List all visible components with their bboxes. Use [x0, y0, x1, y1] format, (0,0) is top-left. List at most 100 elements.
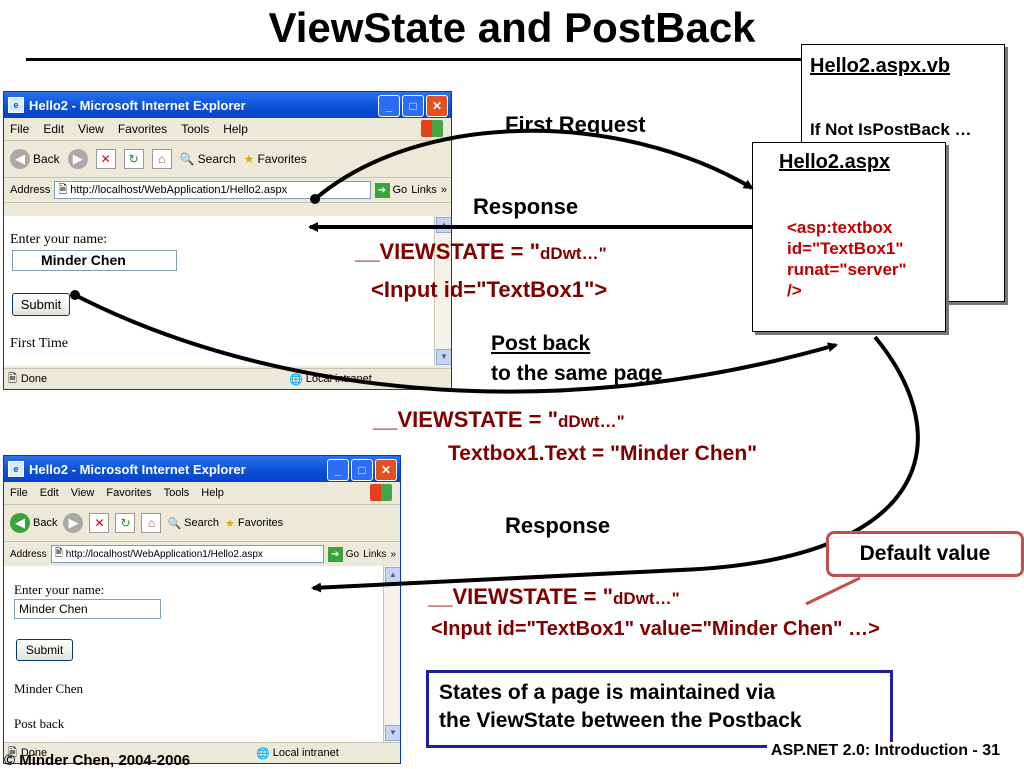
menu-view[interactable]: View [78, 122, 104, 136]
window-title-bar: e Hello2 - Microsoft Internet Explorer _… [4, 456, 400, 482]
name-input-value: Minder Chen [41, 252, 126, 268]
vb-file-name: Hello2.aspx.vb [810, 55, 951, 77]
menu-tools[interactable]: Tools [181, 122, 210, 136]
menu-file[interactable]: File [10, 122, 30, 136]
textbox-text: Textbox1.Text = "Minder Chen" [448, 442, 758, 465]
viewstate2-key: __VIEWSTATE = " [373, 407, 559, 432]
refresh-icon[interactable]: ↻ [123, 149, 144, 169]
back-label: Back [33, 517, 58, 529]
back-button[interactable]: ◀Back [10, 513, 57, 533]
page-icon: 🗎 [58, 183, 68, 196]
favorites-button[interactable]: ★Favorites [244, 152, 307, 166]
submit-button[interactable]: Submit [12, 293, 70, 316]
menu-edit[interactable]: Edit [43, 122, 65, 136]
search-label: Search [197, 152, 236, 166]
close-button[interactable]: ✕ [426, 95, 448, 117]
summary-line1: States of a page is maintained via [439, 681, 776, 704]
toolbar: ◀Back ▶ ✕ ↻ ⌂ 🔍Search ★Favorites [4, 505, 400, 542]
menu-file[interactable]: File [10, 487, 28, 499]
links-button[interactable]: Links [363, 548, 387, 560]
address-bar: Address 🗎http://localhost/WebApplication… [4, 542, 400, 567]
go-button[interactable]: ➔Go [374, 182, 407, 198]
submit-button[interactable]: Submit [16, 639, 73, 661]
favorites-label: Favorites [237, 517, 284, 529]
search-icon: 🔍 [167, 517, 182, 530]
aspx-code-line-3: runat="server" [787, 260, 907, 279]
search-label: Search [184, 517, 220, 529]
menu-favorites[interactable]: Favorites [106, 487, 152, 499]
viewstate1-key: __VIEWSTATE = " [355, 239, 541, 264]
scrollbar[interactable]: ▲ ▼ [383, 566, 400, 742]
menu-view[interactable]: View [70, 487, 95, 499]
name-input[interactable]: Minder Chen [12, 250, 177, 271]
postback-label: Post back to the same page [491, 329, 663, 389]
maximize-button[interactable]: □ [402, 95, 424, 117]
done-icon: 🗎 [8, 372, 17, 385]
menu-help[interactable]: Help [223, 122, 248, 136]
back-arrow-icon: ◀ [10, 149, 30, 169]
forward-button[interactable]: ▶ [63, 513, 84, 533]
postback-line1: Post back [491, 332, 591, 355]
favorites-button[interactable]: ★Favorites [225, 517, 283, 530]
back-button[interactable]: ◀Back [10, 149, 60, 169]
stop-icon[interactable]: ✕ [95, 149, 116, 169]
search-button[interactable]: 🔍Search [167, 517, 219, 530]
scroll-down-icon[interactable]: ▼ [436, 349, 451, 365]
go-button[interactable]: ➔Go [327, 546, 359, 562]
status-bar: 🗎 Done 🌐Local intranet [4, 742, 400, 763]
search-button[interactable]: 🔍Search [180, 152, 236, 166]
back-label: Back [33, 152, 60, 166]
menu-help[interactable]: Help [201, 487, 224, 499]
menu-favorites[interactable]: Favorites [117, 122, 168, 136]
aspx-code-line-4: /> [787, 281, 802, 300]
viewstate1: __VIEWSTATE = "dDwt…" [355, 239, 607, 265]
menu-edit[interactable]: Edit [39, 487, 59, 499]
viewstate2-value: dDwt…" [558, 412, 625, 431]
response1-label: Response [473, 194, 579, 219]
forward-button[interactable]: ▶ [67, 149, 88, 169]
chevron-icon[interactable]: » [390, 548, 396, 560]
response2-label: Response [505, 513, 611, 538]
window-title-bar: e Hello2 - Microsoft Internet Explorer _… [4, 92, 451, 118]
home-icon[interactable]: ⌂ [141, 513, 162, 533]
viewstate1-value: dDwt…" [540, 244, 607, 263]
page-content: Enter your name: Minder Chen Submit Mind… [4, 566, 384, 742]
first-request-label: First Request [505, 112, 646, 137]
maximize-button[interactable]: □ [351, 459, 373, 481]
page-icon: 🗎 [54, 547, 63, 559]
name-input[interactable]: Minder Chen [14, 599, 161, 619]
chevron-icon[interactable]: » [440, 184, 447, 196]
address-input[interactable]: 🗎http://localhost/WebApplication1/Hello2… [50, 545, 324, 563]
address-url: http://localhost/WebApplication1/Hello2.… [65, 548, 263, 560]
zone-label: Local intranet [272, 747, 339, 759]
refresh-icon[interactable]: ↻ [115, 513, 136, 533]
go-arrow-icon: ➔ [327, 546, 343, 562]
address-bar: Address 🗎http://localhost/WebApplication… [4, 178, 451, 203]
windows-flag-icon [421, 120, 443, 137]
stop-icon[interactable]: ✕ [89, 513, 110, 533]
aspx-code-block: <asp:textbox id="TextBox1" runat="server… [787, 217, 907, 301]
minimize-button[interactable]: _ [378, 95, 400, 117]
default-value-pointer [805, 576, 861, 606]
links-button[interactable]: Links [411, 184, 437, 196]
ie-icon: e [8, 97, 24, 113]
status-done: Done [20, 747, 48, 759]
postback-message: Post back [14, 716, 65, 731]
favorites-label: Favorites [257, 152, 307, 166]
minimize-button[interactable]: _ [327, 459, 349, 481]
input3: <Input id="TextBox1" value="Minder Chen"… [431, 618, 880, 640]
scroll-down-icon[interactable]: ▼ [385, 725, 400, 741]
home-icon[interactable]: ⌂ [151, 149, 172, 169]
globe-icon: 🌐 [256, 747, 270, 760]
close-button[interactable]: ✕ [375, 459, 397, 481]
address-input[interactable]: 🗎http://localhost/WebApplication1/Hello2… [54, 181, 371, 199]
aspx-code-line-2: id="TextBox1" [787, 239, 904, 258]
menu-bar: File Edit View Favorites Tools Help [4, 118, 451, 141]
aspx-file-name: Hello2.aspx [779, 151, 891, 173]
ie-icon: e [8, 461, 24, 477]
summary-box: States of a page is maintained via the V… [426, 670, 893, 748]
status-bar: 🗎 Done 🌐Local intranet [4, 368, 451, 389]
menu-tools[interactable]: Tools [163, 487, 190, 499]
address-url: http://localhost/WebApplication1/Hello2.… [70, 184, 288, 196]
